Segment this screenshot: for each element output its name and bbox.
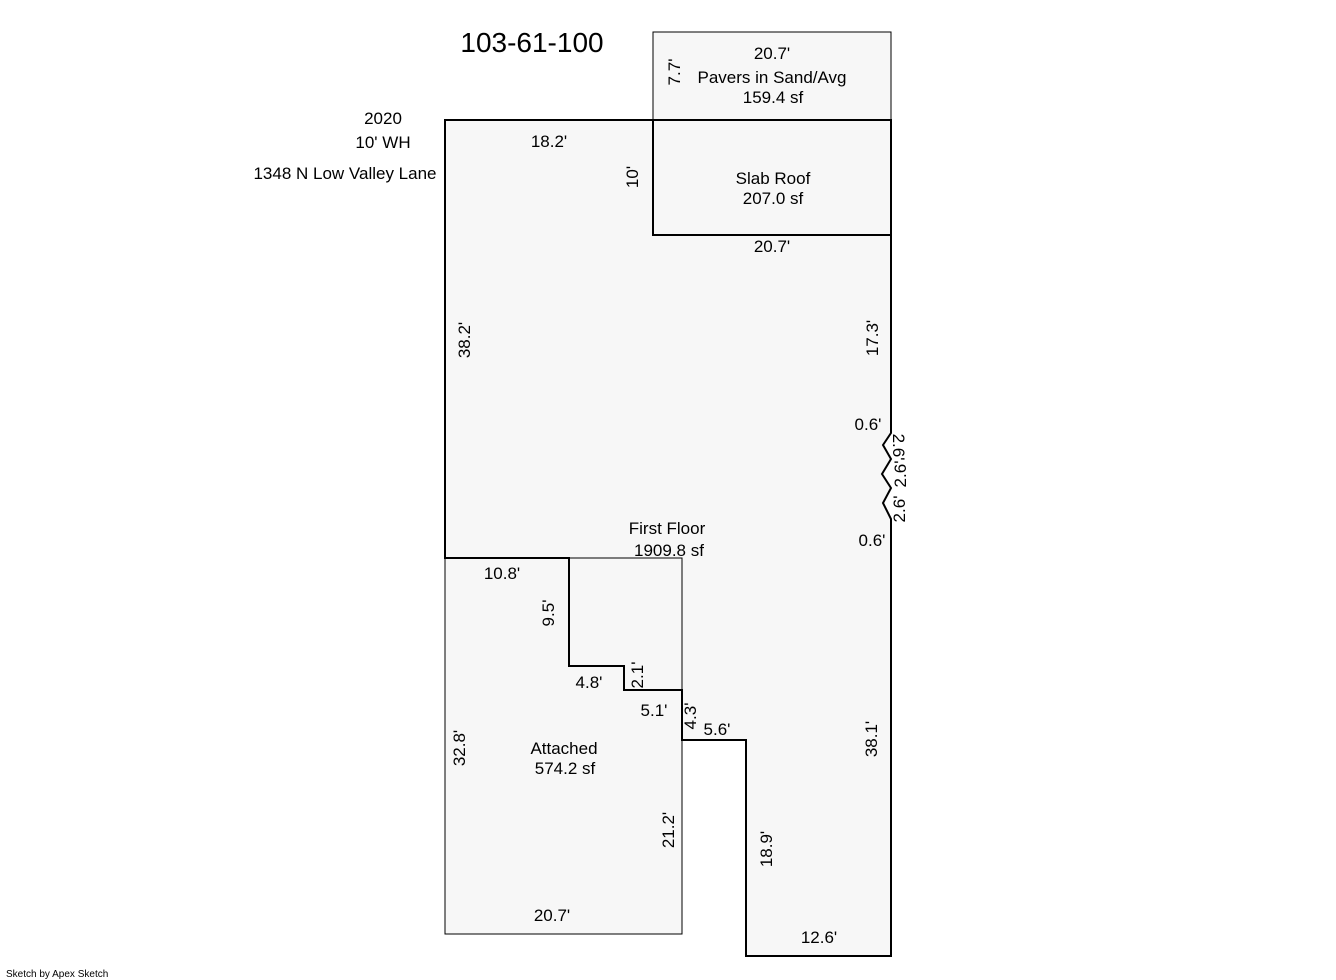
dim-attached-left: 32.8' (450, 730, 469, 766)
attached-name: Attached (530, 739, 597, 758)
attached-size: 574.2 sf (535, 759, 596, 778)
dim-step-e: 4.3' (681, 703, 700, 730)
sketch-credit: Sketch by Apex Sketch (6, 969, 108, 980)
dim-pavers-top: 20.7' (754, 44, 790, 63)
dim-bump-a: 2.6' (889, 434, 908, 461)
first-floor-size: 1909.8 sf (634, 541, 704, 560)
water-heater-label: 10' WH (355, 133, 410, 152)
dim-right-upper: 17.3' (863, 320, 882, 356)
first-floor-name: First Floor (629, 519, 706, 538)
pavers-area (652, 31, 892, 121)
parcel-number: 103-61-100 (460, 27, 603, 58)
dim-slab-side: 10' (623, 166, 642, 188)
dim-slab-bottom: 20.7' (754, 237, 790, 256)
dim-step-c: 2.1' (628, 662, 647, 689)
dim-bump-c: 2.6' (890, 496, 909, 523)
dim-bump-top: 0.6' (855, 415, 882, 434)
dim-wing-left: 18.9' (757, 831, 776, 867)
year-label: 2020 (364, 109, 402, 128)
dim-step-f: 5.6' (704, 720, 731, 739)
dim-step-a: 9.5' (539, 600, 558, 627)
dim-pavers-side: 7.7' (665, 59, 684, 86)
first-floor-outline (444, 119, 893, 957)
dim-ff-top: 18.2' (531, 132, 567, 151)
dim-step-b: 4.8' (576, 673, 603, 692)
slab-size: 207.0 sf (743, 189, 804, 208)
dim-wing-bottom: 12.6' (801, 928, 837, 947)
dim-step-d: 5.1' (641, 701, 668, 720)
dim-step-top: 10.8' (484, 564, 520, 583)
dim-right-lower: 38.1' (862, 721, 881, 757)
dim-ff-left: 38.2' (455, 322, 474, 358)
pavers-name: Pavers in Sand/Avg (698, 68, 847, 87)
pavers-size: 159.4 sf (743, 88, 804, 107)
slab-name: Slab Roof (736, 169, 811, 188)
first-floor-fill (445, 120, 891, 956)
attached-area (444, 557, 683, 935)
dim-attached-bottom: 20.7' (534, 906, 570, 925)
slab-roof-outline (652, 120, 891, 236)
dim-bump-b: 2.6' (891, 461, 910, 488)
dim-attached-right: 21.2' (659, 812, 678, 848)
address-label: 1348 N Low Valley Lane (253, 164, 436, 183)
dim-bump-bottom: 0.6' (859, 531, 886, 550)
